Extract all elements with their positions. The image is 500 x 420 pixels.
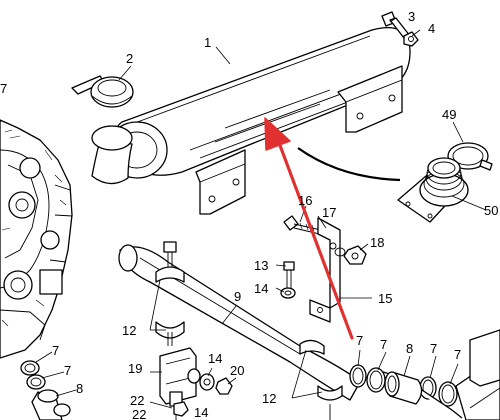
- nut-part-20: [215, 377, 233, 395]
- connection-line: [297, 147, 401, 182]
- nut-part-22: [173, 401, 189, 417]
- label-part-7-left-a: 7: [52, 343, 60, 358]
- label-part-2: 2: [126, 51, 134, 66]
- label-part-15: 15: [378, 291, 393, 306]
- washer-part-14: [280, 287, 296, 299]
- label-part-16: 16: [298, 193, 313, 208]
- label-part-50: 50: [484, 203, 499, 218]
- label-part-7-c: 7: [430, 341, 438, 356]
- flex-bellows-part-50: [397, 157, 469, 223]
- label-part-13: 13: [254, 258, 269, 273]
- red-callout-arrow: [264, 117, 354, 340]
- label-part-7-a: 7: [356, 333, 364, 348]
- bolt-and-nut: [381, 11, 419, 47]
- label-part-22: 22: [130, 393, 145, 408]
- label-part-14: 14: [254, 281, 269, 296]
- coupler-part-8: [384, 371, 423, 405]
- label-part-17: 17: [322, 205, 337, 220]
- label-part-12-upper: 12: [122, 323, 137, 338]
- nut-part-18: [334, 245, 367, 265]
- label-part-1: 1: [204, 35, 212, 50]
- engine-block: [0, 119, 73, 359]
- label-part-12-lower: 12: [262, 391, 277, 406]
- label-part-18: 18: [370, 235, 385, 250]
- label-part-14-lower: 14: [208, 351, 223, 366]
- muffler: [91, 26, 411, 215]
- label-part-22-bottom: 22: [132, 407, 147, 420]
- label-part-8-left: 8: [76, 381, 84, 396]
- box-component-right: [469, 329, 500, 387]
- label-part-3: 3: [408, 9, 416, 24]
- label-part-19: 19: [128, 361, 143, 376]
- label-part-7-e: 7: [0, 81, 8, 96]
- label-part-7-b: 7: [380, 337, 388, 352]
- washer-part-14-lower: [187, 368, 215, 391]
- label-part-14-bottom: 14: [194, 405, 209, 420]
- bolt-part-13: [283, 261, 295, 290]
- label-part-4: 4: [428, 21, 436, 36]
- label-part-7-d: 7: [454, 347, 462, 362]
- label-part-9: 9: [234, 289, 242, 304]
- bracket-part-15: [309, 217, 341, 323]
- label-part-49: 49: [442, 107, 457, 122]
- end-cap-part: [71, 75, 134, 108]
- hanger-clamp-upper: [155, 241, 185, 346]
- label-part-8-right: 8: [406, 341, 414, 356]
- label-part-7-left-b: 7: [64, 363, 72, 378]
- label-part-20: 20: [230, 363, 245, 378]
- left-bottom-clamps: [20, 360, 71, 420]
